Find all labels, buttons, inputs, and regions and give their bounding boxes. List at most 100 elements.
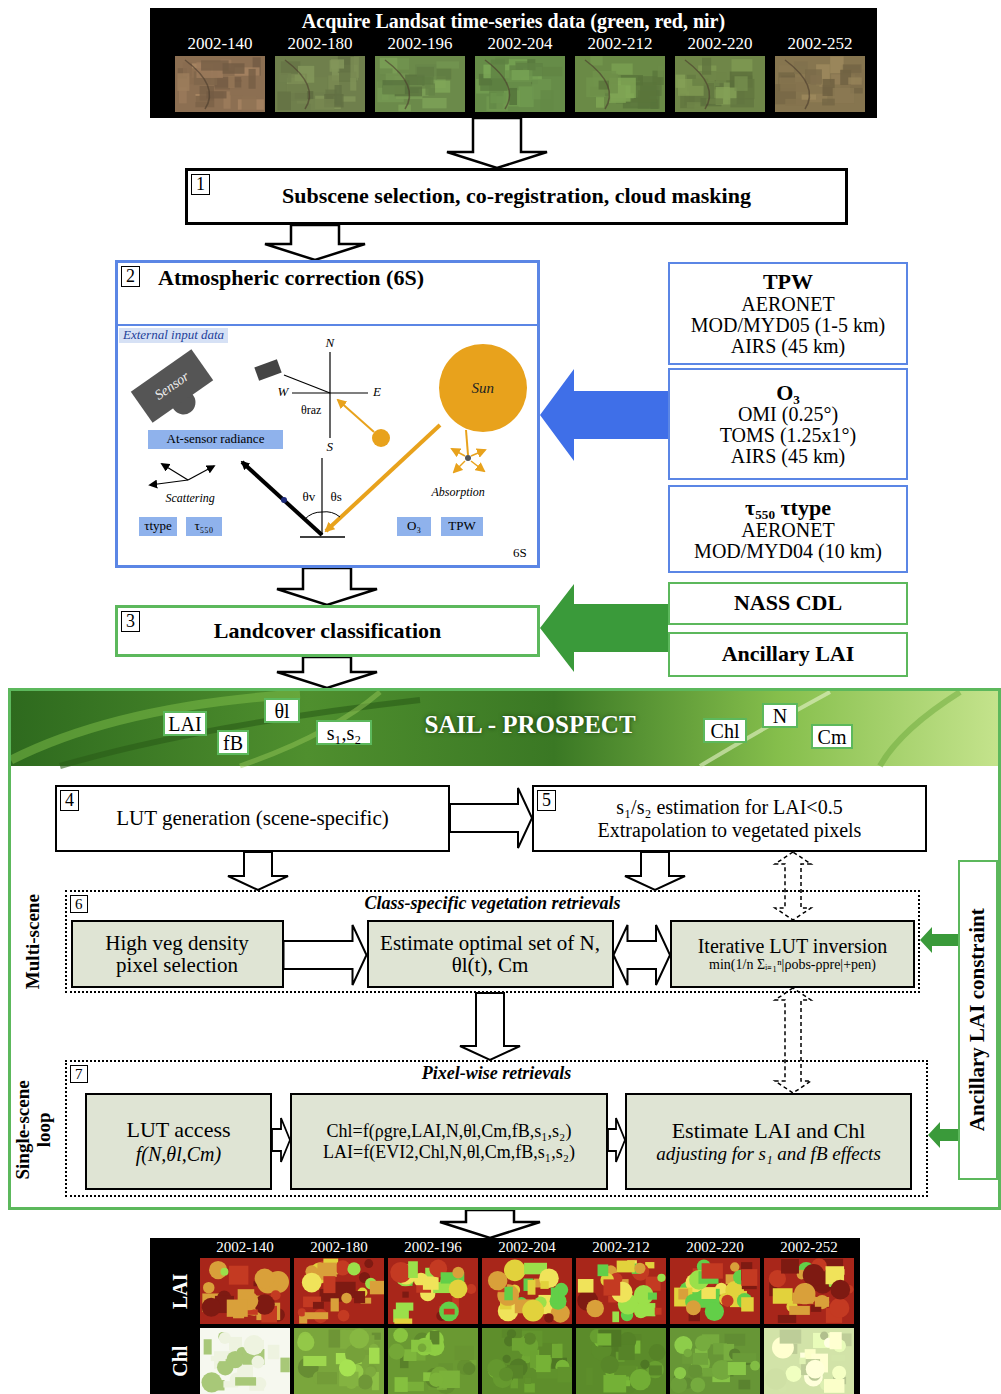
illustration-shape: [185, 60, 210, 109]
illustration-shape: [395, 1377, 408, 1392]
illustration-shape: [502, 1329, 522, 1337]
step-box: 4LUT generation (scene-specific): [55, 785, 450, 852]
flow-arrow: [625, 852, 685, 890]
illustration-shape: [322, 512, 340, 517]
illustration-shape: [732, 1353, 756, 1363]
illustration-shape: [640, 1360, 649, 1369]
sensor-label: Sensor: [152, 368, 192, 403]
node-text: TPW: [448, 519, 475, 534]
illustration-shape: [471, 450, 485, 456]
illustration-shape: [298, 1308, 306, 1316]
illustration-shape: [676, 75, 686, 88]
illustration-shape: [657, 1274, 665, 1282]
process-label: Absorption: [432, 486, 485, 499]
illustration-shape: [649, 1344, 666, 1361]
illustration-shape: [765, 1368, 786, 1389]
illustration-shape: [354, 1291, 365, 1303]
illustration-shape: [228, 76, 234, 88]
illustration-shape: [618, 1345, 634, 1360]
illustration-shape: [411, 1340, 431, 1352]
illustration-shape: [634, 1305, 648, 1319]
process-box: LUT accessf(N,θl,Cm): [85, 1093, 272, 1190]
illustration-shape: [848, 77, 862, 84]
illustration-shape: [177, 73, 189, 91]
illustration-shape: [687, 102, 702, 108]
step-number: 2: [121, 266, 140, 287]
node-text: Chl=f(ρgre,LAI,N,θl,Cm,fB,s₁,s₂): [327, 1121, 572, 1141]
illustration-shape: [597, 1333, 611, 1345]
illustration-shape: [338, 1310, 350, 1322]
node-text: AIRS (45 km): [731, 446, 845, 467]
node-text: Acquire Landsat time-series data (green,…: [150, 10, 877, 32]
date-label: 2002-204: [474, 34, 566, 53]
node-text: AERONET: [741, 294, 834, 315]
illustration-shape: [475, 56, 565, 112]
node-text: High veg density pixel selection: [85, 932, 270, 976]
illustration-shape: [617, 1261, 635, 1273]
illustration-shape: [833, 88, 854, 103]
illustration-shape: [780, 1330, 802, 1344]
illustration-shape: [200, 1258, 854, 1324]
illustration-shape: [832, 1355, 845, 1361]
illustration-shape: [832, 1366, 846, 1380]
parameter-tag: τtype: [139, 517, 177, 536]
node-text: Ancillary LAI constraint: [966, 869, 990, 1169]
parameter-tag: LAI: [163, 711, 207, 736]
illustration-shape: [200, 1328, 854, 1394]
illustration-shape: [539, 1268, 559, 1288]
illustration-shape: [329, 1330, 341, 1348]
illustration-shape: [512, 1338, 525, 1351]
illustration-shape: [188, 466, 214, 480]
illustration-shape: [775, 56, 865, 112]
illustration-shape: [131, 349, 213, 423]
illustration-shape: [702, 58, 711, 75]
node-text: Cm: [818, 727, 847, 747]
date-label: 2002-204: [481, 1239, 573, 1256]
illustration-shape: [789, 1306, 810, 1315]
illustration-shape: [375, 56, 465, 112]
illustration-shape: [294, 1258, 384, 1324]
illustration-shape: [200, 1258, 290, 1324]
illustration-shape: [524, 1383, 535, 1392]
date-label: 2002-212: [574, 34, 666, 53]
node-text: Iterative LUT inversion: [698, 935, 888, 957]
illustration-shape: [750, 1361, 760, 1371]
illustration-shape: [721, 1295, 733, 1307]
illustration-shape: [300, 536, 345, 538]
illustration-shape: [429, 1373, 443, 1387]
illustration-shape: [576, 1258, 666, 1324]
illustration-shape: [658, 65, 664, 77]
illustration-shape: [115, 324, 540, 326]
node-text: Class-specific vegetation retrievals: [65, 893, 920, 913]
compass-label: E: [373, 385, 381, 400]
illustration-shape: [502, 1355, 510, 1363]
illustration-shape: [603, 1279, 620, 1295]
node-text: Pixel-wise retrievals: [65, 1063, 928, 1083]
illustration-shape: [578, 1279, 594, 1293]
illustration-shape: [830, 1332, 842, 1349]
parameter-tag: θl: [264, 698, 300, 723]
illustration-shape: [695, 1335, 711, 1351]
illustration-shape: [323, 1276, 335, 1293]
illustration-shape: [684, 1349, 693, 1358]
illustration-shape: [331, 1298, 339, 1311]
illustration-shape: [303, 1356, 326, 1366]
node-text: Estimate optimal set of N, θl(t), Cm: [377, 932, 604, 976]
illustration-shape: [175, 56, 265, 112]
illustration-shape: [786, 1366, 802, 1382]
illustration-shape: [388, 1258, 478, 1324]
illustration-shape: [268, 1345, 280, 1359]
illustration-shape: [785, 99, 808, 106]
illustration-shape: [603, 1375, 626, 1392]
process-box: Iterative LUT inversionmin(1/n Σᵢ₌₁ⁿ|ρob…: [670, 920, 915, 988]
illustration-shape: [586, 1300, 604, 1318]
illustration-shape: [649, 1365, 662, 1375]
illustration-shape: [540, 1281, 548, 1289]
illustration-shape: [799, 1358, 805, 1364]
date-label: 2002-196: [387, 1239, 479, 1256]
illustration-shape: [601, 1356, 619, 1374]
flow-arrow: [928, 1122, 958, 1148]
illustration-shape: [507, 1329, 516, 1338]
output-strip: LAIChl: [150, 1238, 860, 1394]
illustration-shape: [305, 1312, 328, 1319]
